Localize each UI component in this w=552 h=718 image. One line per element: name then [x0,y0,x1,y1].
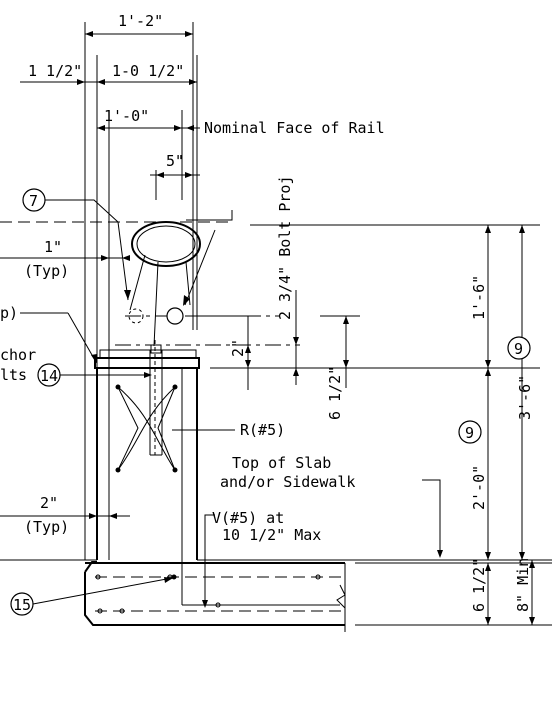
anchor-1-text: chor [0,346,36,364]
rebar-pattern: R(#5) [115,384,285,473]
dim-six-half-bottom: 6 1/2" [470,558,491,625]
two-zero-text: 2'-0" [470,465,488,510]
dim-overall-width-text: 1'-2" [118,12,163,30]
anchor-2-text: lts [0,366,27,384]
six-half-bottom-text: 6 1/2" [470,558,488,612]
callout-14: 14 [37,363,152,387]
top-slab-2-text: and/or Sidewalk [220,473,355,491]
dim-bolt-proj: 2 3/4" Bolt Proj [276,176,299,385]
dim-one-foot-text: 1'-0" [104,107,149,125]
dim-one-in-text: 1" [44,238,62,256]
dim-five-in: 5" [150,152,200,178]
callout-7: 7 [22,188,216,306]
one-six-text: 1'-6" [470,275,488,320]
eight-min-text: 8" Min [514,558,532,612]
nominal-face-text: Nominal Face of Rail [204,119,385,137]
callout-9b: 9 [458,420,482,444]
v5-1-text: V(#5) at [212,509,284,527]
callout-9a: 9 [507,336,531,360]
dim-three-six: 3'-6" [516,225,534,560]
dim-left-offset: 1 1/2" [20,62,105,85]
dim-one-foot: 1'-0" Nominal Face of Rail [97,107,385,137]
callout-7-text: 7 [29,192,38,210]
rail-assembly [0,210,540,347]
dim-one-in: 1" (Typ) [0,238,130,280]
callout-15: 15 [10,577,173,616]
top-of-slab: Top of Slab and/or Sidewalk [220,454,443,558]
callout-14-text: 14 [40,367,58,385]
three-six-text: 3'-6" [516,375,534,420]
extension-lines [84,22,198,560]
dim-eight-min: 8" Min [514,558,535,625]
dim-two-zero: 2'-0" [470,368,491,560]
slab [0,559,552,632]
callout-15-text: 15 [13,596,31,614]
left-labels: p) chor lts [0,304,97,384]
two-in-horiz-text: 2" [40,494,58,512]
dim-one-six: 1'-6" [470,225,491,368]
v5-label: V(#5) at 10 1/2" Max [202,509,321,608]
two-in-vert-text: 2" [229,339,247,357]
dim-typ-text: (Typ) [24,262,69,280]
dim-two-in-horiz: 2" (Typ) [0,494,130,536]
partial-label-text: p) [0,304,18,322]
v5-2-text: 10 1/2" Max [222,526,321,544]
typ2-text: (Typ) [24,518,69,536]
top-slab-1-text: Top of Slab [232,454,331,472]
dim-left-offset-text: 1 1/2" [28,62,82,80]
bolt-proj-text: 2 3/4" Bolt Proj [276,176,294,321]
callout-9a-text: 9 [514,340,523,358]
dim-post-width: 1-0 1/2" [97,62,197,85]
callout-9b-text: 9 [465,424,474,442]
dim-post-width-text: 1-0 1/2" [112,62,184,80]
dim-five-in-text: 5" [166,152,184,170]
dim-two-in-vert: 2" [229,316,251,390]
six-half-vert-text: 6 1/2" [326,366,344,420]
dim-overall-width: 1'-2" [85,12,193,37]
dim-six-half-vert: 6 1/2" [320,315,360,420]
r5-text: R(#5) [240,421,285,439]
